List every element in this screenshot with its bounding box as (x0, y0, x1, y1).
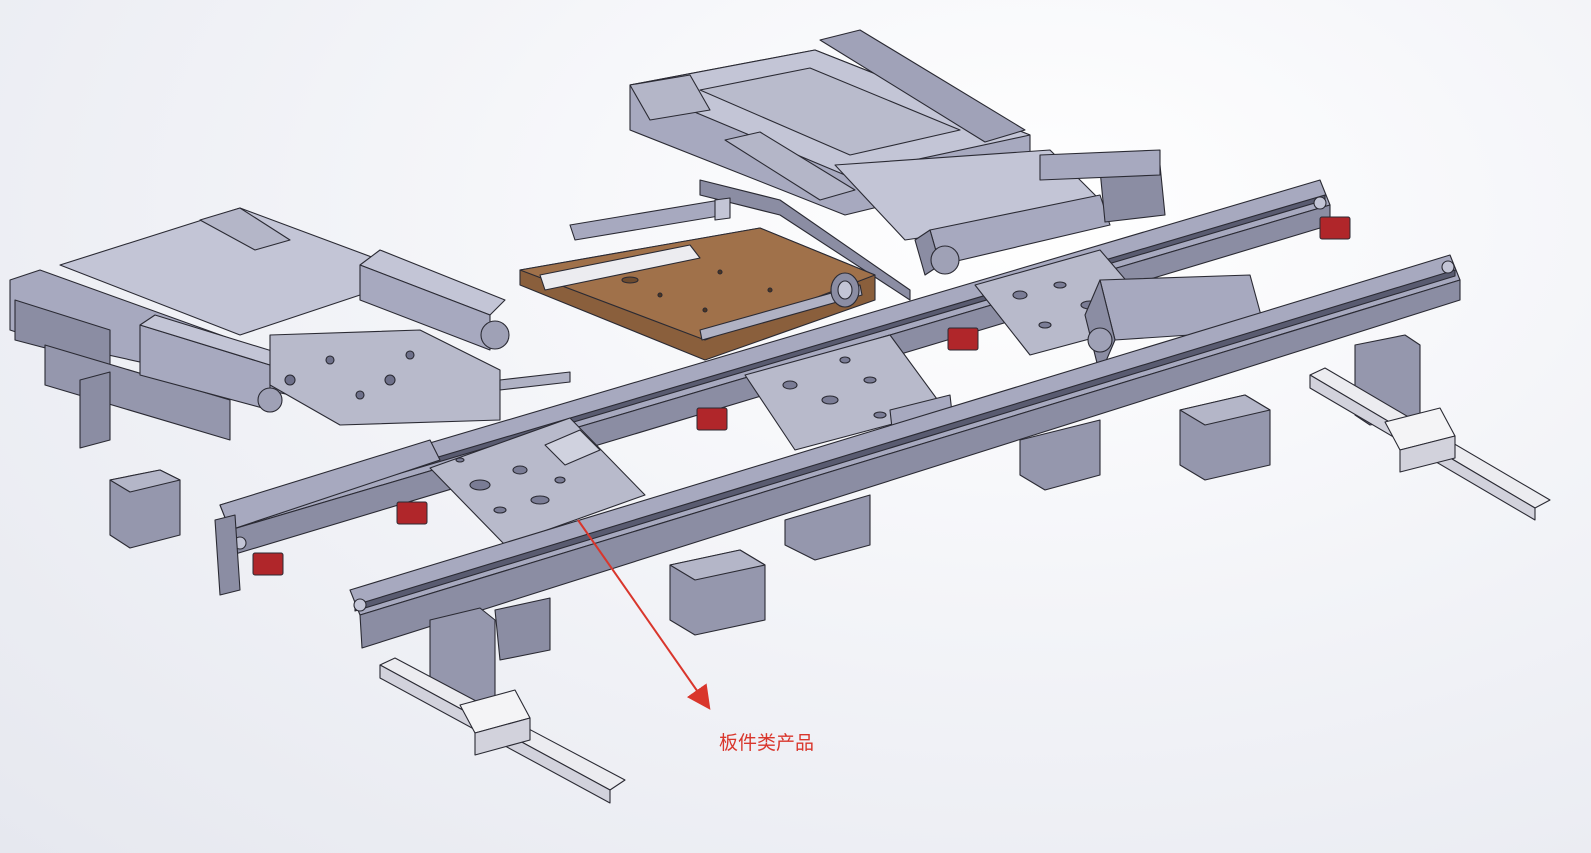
wooden-base-plate (519, 227, 876, 361)
callout-label-product: 板件类产品 (719, 732, 815, 754)
motor-icon-3 (109, 469, 181, 549)
left-side-conveyor (214, 439, 441, 596)
linear-guide-front (379, 657, 626, 804)
motor-icon-2 (1179, 394, 1271, 481)
lead-screw (699, 272, 863, 341)
product-plate-left (429, 417, 646, 546)
linear-guide-right (1309, 367, 1551, 521)
upper-right-module (569, 29, 1166, 301)
callout-arrow (577, 519, 711, 710)
motor-icon (669, 549, 766, 636)
front-conveyor-rail (349, 254, 1461, 649)
left-module (9, 207, 571, 449)
sensor-icon (252, 216, 1351, 576)
